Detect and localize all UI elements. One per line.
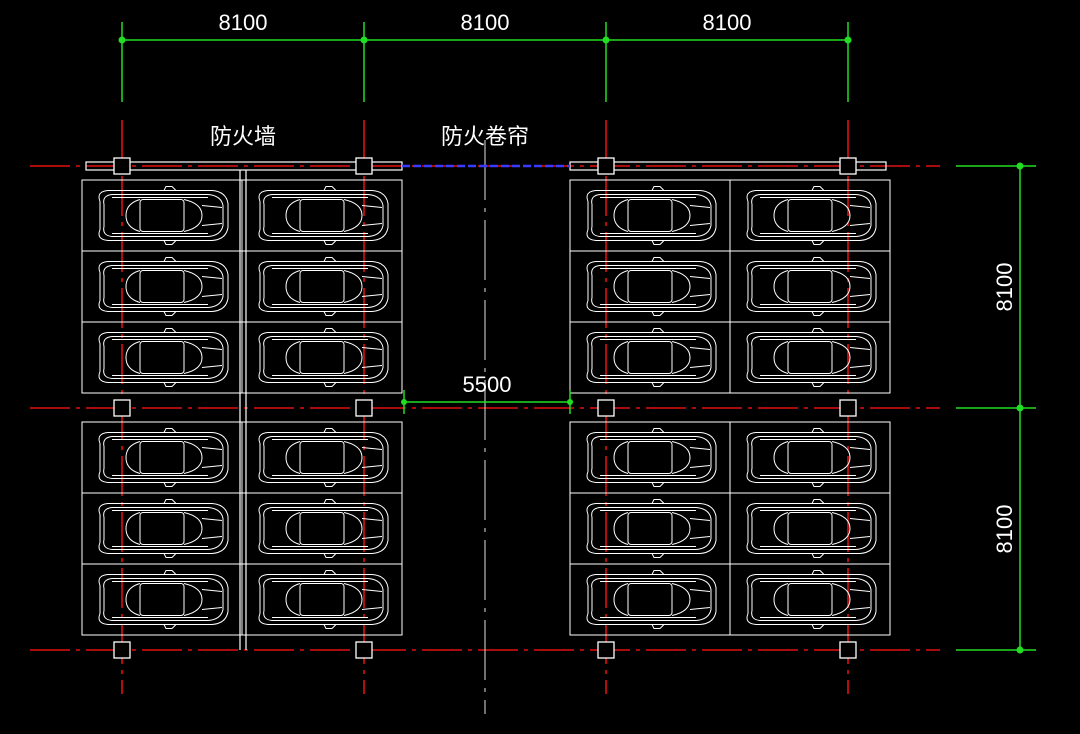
car-icon bbox=[258, 570, 389, 629]
car-icon bbox=[98, 257, 229, 316]
car-icon bbox=[746, 570, 877, 629]
parking-bays bbox=[81, 179, 891, 636]
column-marker bbox=[839, 399, 857, 417]
column-marker bbox=[113, 399, 131, 417]
structural-columns bbox=[113, 157, 857, 659]
car-icon bbox=[746, 257, 877, 316]
car-icon bbox=[258, 499, 389, 558]
car-icon bbox=[258, 428, 389, 487]
car-icon bbox=[98, 428, 229, 487]
parking-block bbox=[569, 179, 891, 394]
column-marker bbox=[113, 157, 131, 175]
parking-block bbox=[81, 179, 403, 394]
dim-aisle: 5500 bbox=[463, 372, 512, 397]
car-icon bbox=[258, 186, 389, 245]
dimension-ticks bbox=[118, 36, 1024, 654]
fire-wall bbox=[239, 170, 247, 650]
dim-top-3: 8100 bbox=[703, 10, 752, 35]
car-icon bbox=[586, 499, 717, 558]
column-marker bbox=[355, 399, 373, 417]
parking-stall bbox=[729, 321, 891, 394]
car-icon bbox=[258, 328, 389, 387]
car-icon bbox=[98, 328, 229, 387]
car-icon bbox=[586, 570, 717, 629]
dim-top-2: 8100 bbox=[461, 10, 510, 35]
car-icon bbox=[746, 428, 877, 487]
column-marker bbox=[355, 157, 373, 175]
column-marker bbox=[839, 641, 857, 659]
parking-block bbox=[569, 421, 891, 636]
parking-block bbox=[81, 421, 403, 636]
column-marker bbox=[113, 641, 131, 659]
column-marker bbox=[597, 157, 615, 175]
column-marker bbox=[597, 641, 615, 659]
car-icon bbox=[746, 328, 877, 387]
car-icon bbox=[98, 499, 229, 558]
car-icon bbox=[746, 186, 877, 245]
column-marker bbox=[355, 641, 373, 659]
dim-right-1: 8100 bbox=[992, 263, 1017, 312]
dim-top-1: 8100 bbox=[219, 10, 268, 35]
column-marker bbox=[839, 157, 857, 175]
parking-stall bbox=[729, 563, 891, 636]
car-icon bbox=[98, 570, 229, 629]
car-icon bbox=[586, 428, 717, 487]
car-icon bbox=[746, 499, 877, 558]
column-marker bbox=[597, 399, 615, 417]
car-icon bbox=[258, 257, 389, 316]
dim-right-2: 8100 bbox=[992, 505, 1017, 554]
fire-wall-label: 防火墙 bbox=[210, 125, 276, 150]
parking-stall bbox=[241, 321, 403, 394]
fire-shutter-label: 防火卷帘 bbox=[441, 125, 529, 150]
dimension-lines bbox=[121, 22, 1036, 651]
car-icon bbox=[586, 328, 717, 387]
parking-stall bbox=[241, 563, 403, 636]
car-icon bbox=[586, 257, 717, 316]
car-icon bbox=[586, 186, 717, 245]
car-icon bbox=[98, 186, 229, 245]
